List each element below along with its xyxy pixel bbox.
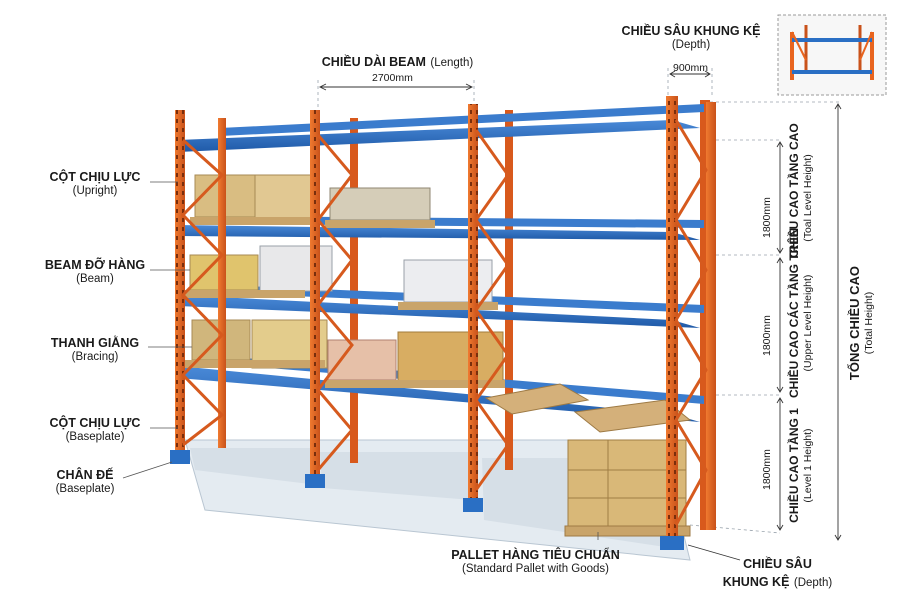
floor-bay-2 <box>320 452 472 500</box>
total-height-label: TỔNG CHIỀU CAO (Total Height) <box>847 265 875 381</box>
length-label: CHIỀU DÀI BEAM (Length) <box>321 55 474 69</box>
length-value: 2700mm <box>372 72 413 84</box>
upright-label: CỘT CHỊU LỰC (Upright) <box>49 170 141 197</box>
empty-pallets <box>484 383 692 433</box>
level1-value-label: 1800mm <box>761 449 773 490</box>
upper-level-label: CHIỀU CAO CÁC TẦNG TRÊN (Upper Level Hei… <box>787 228 814 398</box>
beam-label: BEAM ĐỠ HÀNG (Beam) <box>44 258 146 285</box>
depth-top-label: CHIỀU SÂU KHUNG KỆ (Depth) <box>621 24 761 51</box>
dimension-arrows <box>318 70 842 561</box>
leader-lines <box>122 181 599 540</box>
depth-top-value: 900mm <box>673 62 709 74</box>
depth-inset <box>777 14 887 96</box>
upper-level-value-label: 1800mm <box>761 315 773 356</box>
front-uprights <box>175 96 716 541</box>
baseplates <box>170 450 684 550</box>
baseplate-label: CHÂN ĐẾ (Baseplate) <box>55 468 115 495</box>
pallet-label: PALLET HÀNG TIÊU CHUẨN (Standard Pallet … <box>451 548 620 575</box>
beams <box>178 104 704 422</box>
floor-bay-1 <box>190 448 318 485</box>
depth-bottom-label: CHIỀU SÂU KHUNG KỆ (Depth) <box>722 557 833 589</box>
level1-label: CHIỀU CAO TẦNG 1 (Level 1 Height) <box>787 408 814 523</box>
bracing <box>180 119 708 526</box>
bracing-label: THANH GIẰNG (Bracing) <box>50 336 140 363</box>
upright-baseplate-label: CỘT CHỊU LỰC (Baseplate) <box>49 416 141 443</box>
top-level-value-label: 1800mm <box>761 197 773 238</box>
